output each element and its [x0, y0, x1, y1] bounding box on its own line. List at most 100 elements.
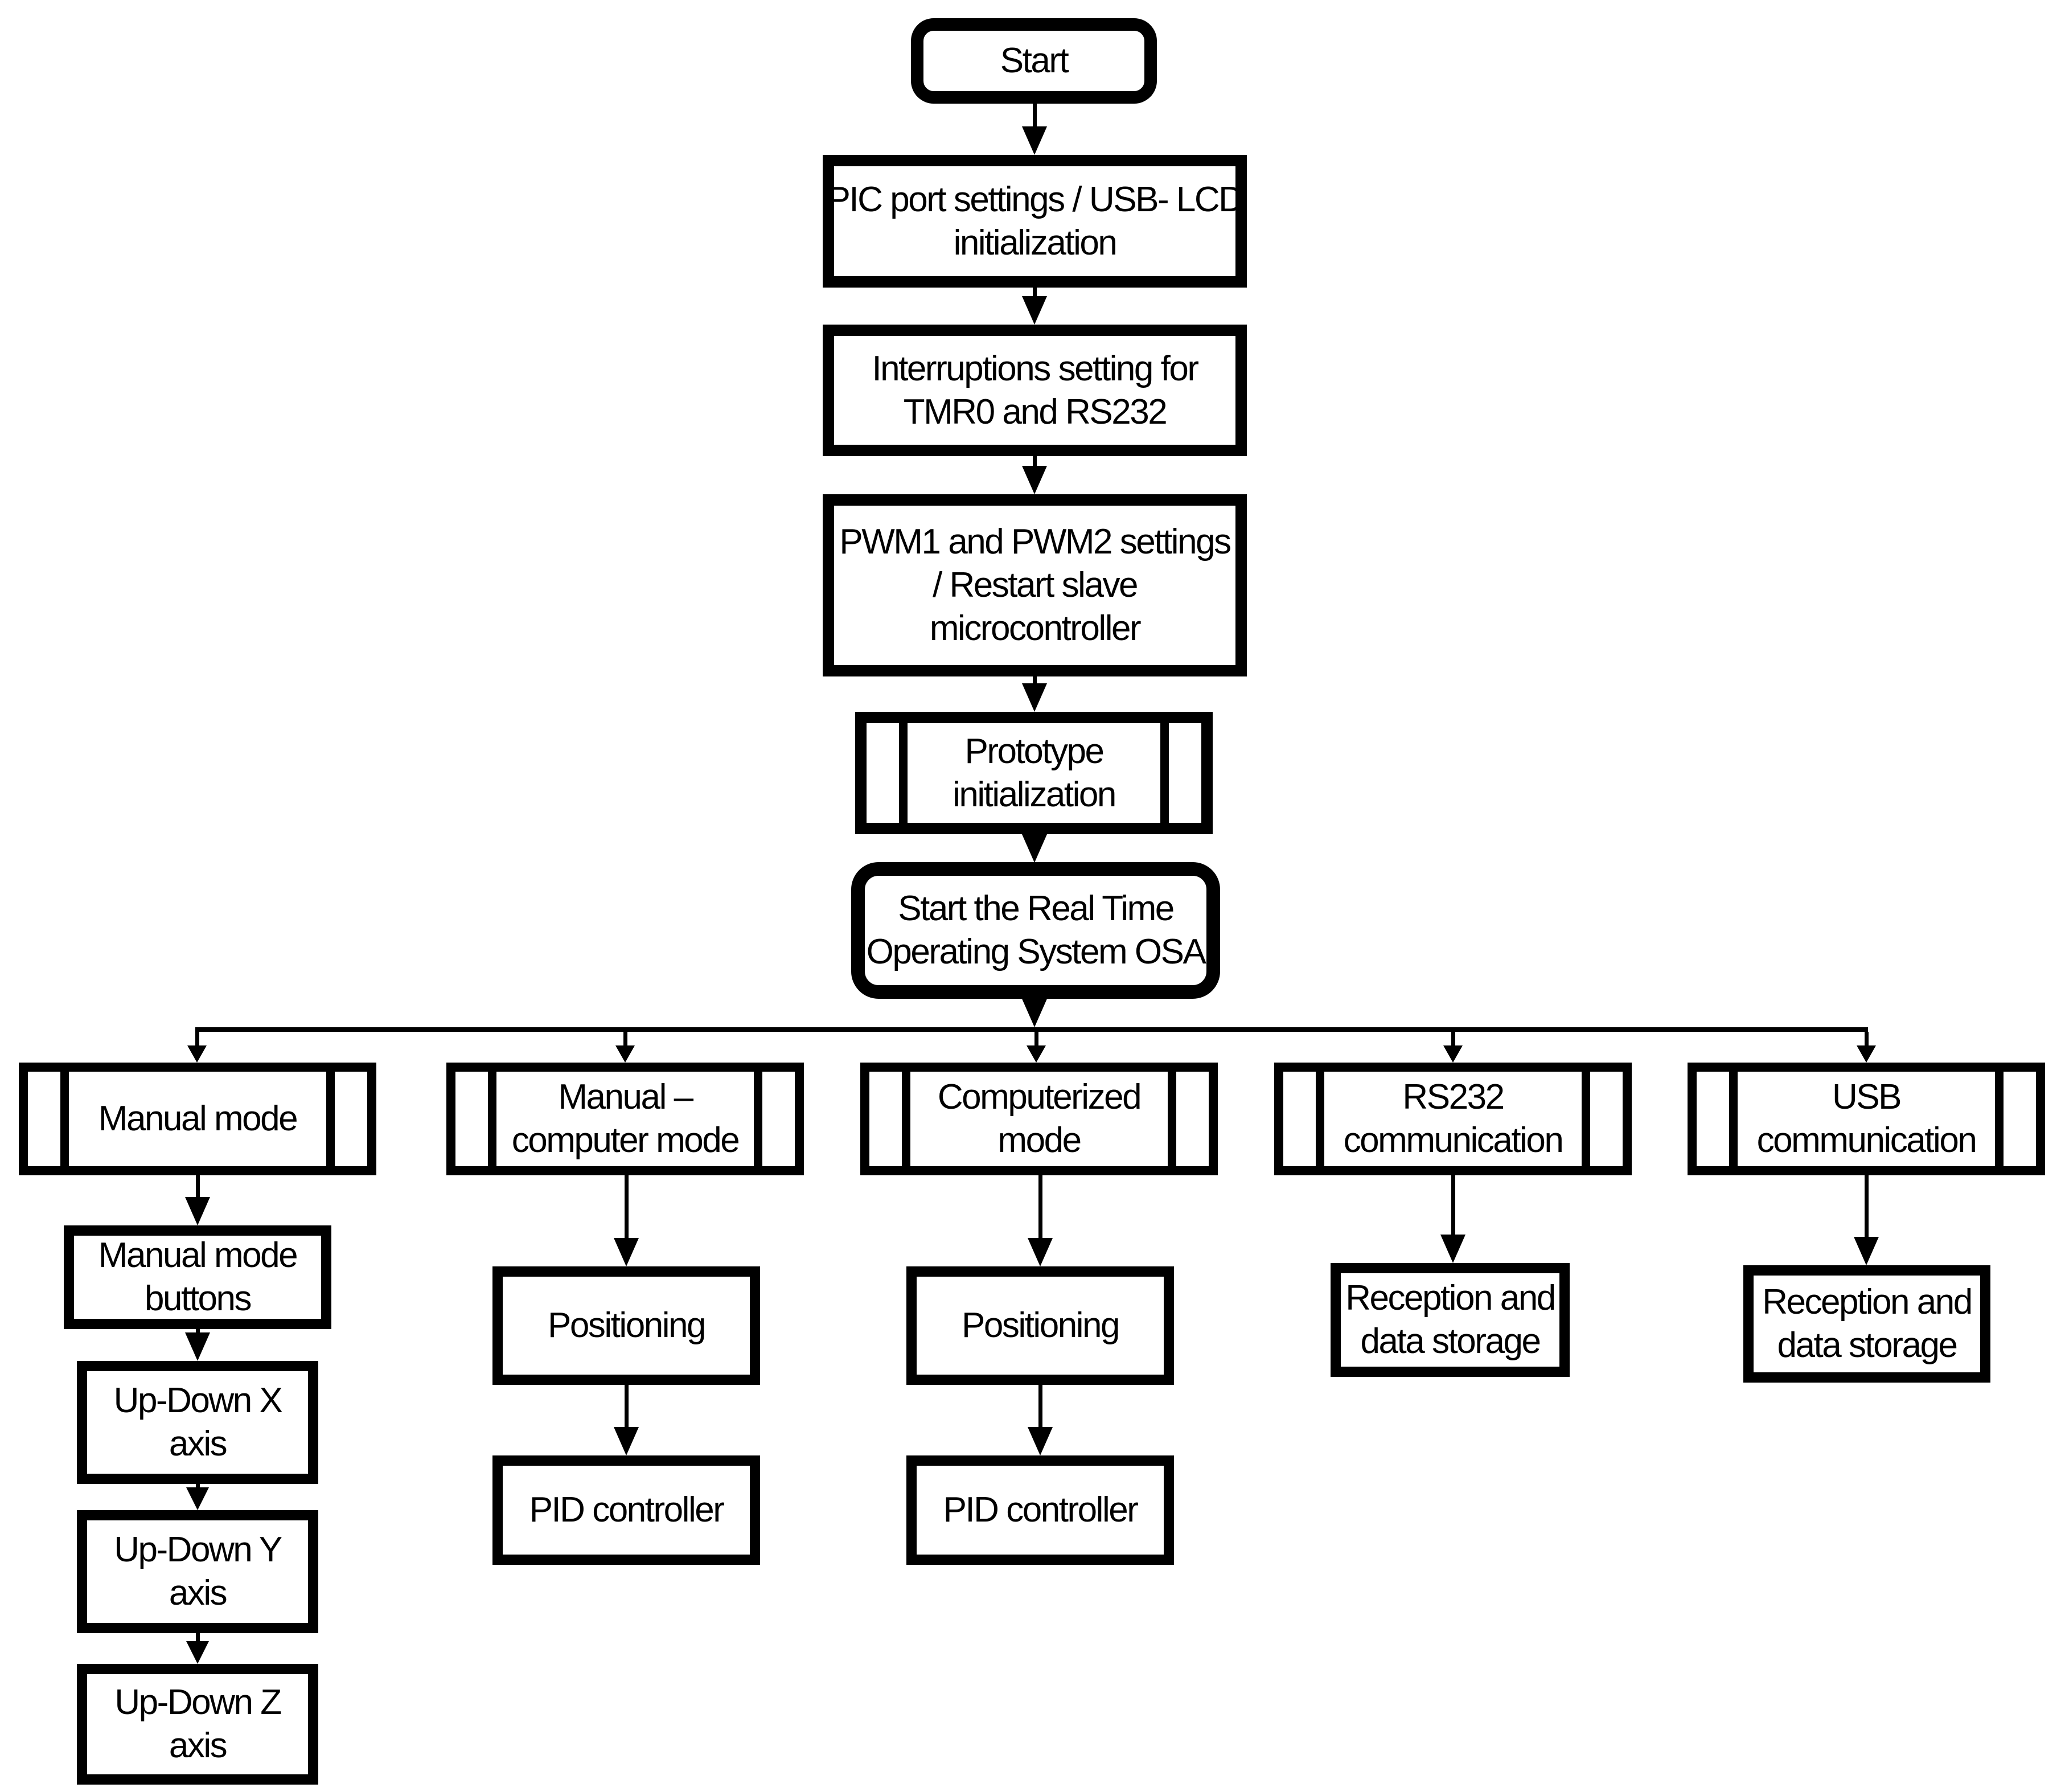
arrow-head-icon	[186, 1487, 209, 1510]
arrow-shaft	[1032, 456, 1037, 466]
arrow-rtos-to-branch-line	[1022, 999, 1047, 1027]
node-manual-mode: Manual mode	[19, 1063, 376, 1175]
node-pwm-settings: PWM1 and PWM2 settings / Restart slave m…	[823, 494, 1247, 676]
node-prototype-initialization: Prototype initialization	[855, 712, 1213, 834]
node-pid-controller-computerized: PID controller	[906, 1455, 1174, 1565]
arrow-updown-x-to-y	[185, 1484, 210, 1510]
arrow-shaft	[195, 1484, 200, 1487]
arrow-head-icon	[614, 1238, 639, 1266]
arrow-head-icon	[1854, 1237, 1879, 1265]
arrow-buttons-to-updown-x	[185, 1329, 210, 1361]
arrow-shaft	[1864, 1032, 1869, 1045]
node-manual-mode-buttons: Manual mode buttons	[64, 1225, 331, 1329]
arrow-shaft	[624, 1385, 629, 1427]
arrow-head-icon	[614, 1427, 639, 1455]
arrow-head-icon	[185, 1332, 210, 1361]
arrow-shaft	[1032, 104, 1037, 126]
arrow-shaft	[195, 1175, 200, 1197]
arrow-branchline-to-usb	[1857, 1032, 1876, 1063]
arrow-shaft	[1038, 1385, 1042, 1427]
arrow-start-to-pic	[1022, 104, 1047, 155]
node-rs232-communication-label: RS232 communication	[1343, 1077, 1564, 1160]
node-reception-data-storage-usb-label: Reception and data storage	[1762, 1282, 1973, 1365]
node-positioning-computerized: Positioning	[906, 1266, 1174, 1385]
arrow-head-icon	[186, 1641, 209, 1664]
node-reception-data-storage-rs232: Reception and data storage	[1331, 1263, 1570, 1377]
arrow-branchline-to-rs232	[1443, 1032, 1463, 1063]
arrow-branchline-to-manual-mode	[187, 1032, 207, 1063]
node-reception-data-storage-rs232-label: Reception and data storage	[1345, 1278, 1556, 1361]
arrow-head-icon	[1022, 834, 1047, 863]
node-pid-controller-computerized-label: PID controller	[943, 1490, 1139, 1529]
arrow-head-icon	[1440, 1235, 1465, 1263]
node-interruptions-setting-label: Interruptions setting for TMR0 and RS232	[872, 348, 1199, 432]
node-up-down-z-axis-label: Up-Down Z axis	[114, 1683, 282, 1765]
arrow-head-icon	[1022, 466, 1047, 494]
node-reception-data-storage-usb: Reception and data storage	[1743, 1265, 1990, 1383]
arrow-shaft	[1038, 1175, 1042, 1238]
arrow-shaft	[195, 1633, 200, 1641]
arrow-rs232-to-reception	[1440, 1175, 1465, 1263]
node-up-down-x-axis: Up-Down X axis	[77, 1361, 318, 1484]
arrow-head-icon	[1028, 1238, 1053, 1266]
node-manual-computer-mode-label: Manual – computer mode	[511, 1077, 740, 1160]
node-positioning-computerized-label: Positioning	[961, 1306, 1120, 1345]
node-prototype-initialization-label: Prototype initialization	[953, 731, 1116, 814]
arrow-shaft	[195, 1032, 199, 1045]
arrow-positioning-to-pid-manual	[614, 1385, 639, 1455]
arrow-shaft	[195, 1329, 200, 1332]
arrow-branchline-to-computerized	[1027, 1032, 1046, 1063]
arrow-head-icon	[185, 1197, 210, 1225]
arrow-manual-computer-to-positioning	[614, 1175, 639, 1266]
branch-connector-line	[195, 1027, 1868, 1032]
node-pic-port-settings-label: PIC port settings / USB- LCD initializat…	[827, 179, 1244, 263]
arrow-head-icon	[1022, 999, 1047, 1027]
arrow-branchline-to-manual-computer	[615, 1032, 635, 1063]
node-manual-computer-mode: Manual – computer mode	[446, 1063, 804, 1175]
arrow-head-icon	[1027, 1045, 1046, 1063]
node-computerized-mode: Computerized mode	[860, 1063, 1218, 1175]
node-pwm-settings-label: PWM1 and PWM2 settings / Restart slave m…	[839, 522, 1231, 648]
arrow-head-icon	[1022, 683, 1047, 712]
arrow-prototype-to-rtos	[1022, 834, 1047, 863]
node-computerized-mode-label: Computerized mode	[937, 1077, 1142, 1160]
arrow-manual-mode-to-buttons	[185, 1175, 210, 1225]
arrow-shaft	[1864, 1175, 1869, 1237]
node-manual-mode-buttons-label: Manual mode buttons	[98, 1236, 298, 1318]
arrow-head-icon	[615, 1045, 635, 1063]
node-up-down-z-axis: Up-Down Z axis	[77, 1664, 318, 1785]
arrow-shaft	[1032, 287, 1037, 296]
arrow-head-icon	[1022, 126, 1047, 155]
arrow-head-icon	[1028, 1427, 1053, 1455]
node-pic-port-settings: PIC port settings / USB- LCD initializat…	[823, 155, 1247, 288]
arrow-shaft	[1451, 1175, 1455, 1235]
node-positioning-manual: Positioning	[492, 1266, 760, 1385]
arrow-head-icon	[187, 1045, 207, 1063]
arrow-shaft	[1032, 676, 1037, 683]
node-up-down-x-axis-label: Up-Down X axis	[113, 1381, 283, 1463]
arrow-interruptions-to-pwm	[1022, 456, 1047, 494]
arrow-pwm-to-prototype	[1022, 676, 1047, 712]
arrow-head-icon	[1443, 1045, 1463, 1063]
node-start: Start	[911, 18, 1157, 104]
arrow-shaft	[1451, 1032, 1455, 1045]
arrow-usb-to-reception	[1854, 1175, 1879, 1265]
node-pid-controller-manual: PID controller	[492, 1455, 760, 1565]
arrow-shaft	[623, 1032, 627, 1045]
node-pid-controller-manual-label: PID controller	[529, 1490, 725, 1529]
node-interruptions-setting: Interruptions setting for TMR0 and RS232	[823, 325, 1247, 456]
node-start-rtos-osa-label: Start the Real Time Operating System OSA	[866, 889, 1206, 971]
node-usb-communication: USB communication	[1688, 1063, 2045, 1175]
arrow-shaft	[1034, 1032, 1038, 1045]
arrow-shaft	[624, 1175, 629, 1238]
arrow-computerized-to-positioning	[1028, 1175, 1053, 1266]
node-up-down-y-axis-label: Up-Down Y axis	[114, 1530, 282, 1613]
node-start-label: Start	[1000, 41, 1069, 80]
arrow-pic-to-interruptions	[1022, 287, 1047, 325]
node-up-down-y-axis: Up-Down Y axis	[77, 1510, 318, 1633]
node-manual-mode-label: Manual mode	[98, 1099, 298, 1138]
arrow-updown-y-to-z	[185, 1633, 210, 1664]
arrow-head-icon	[1857, 1045, 1876, 1063]
arrow-head-icon	[1022, 296, 1047, 325]
